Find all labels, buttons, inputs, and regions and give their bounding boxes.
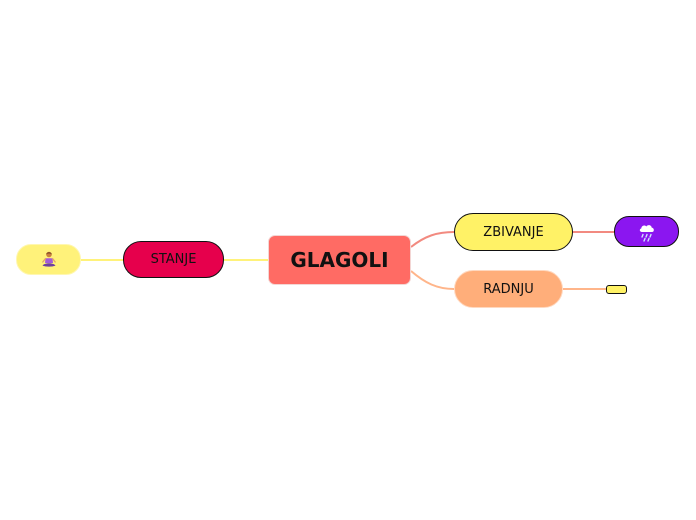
leaf-node-weather[interactable] [614, 216, 679, 247]
connector-root-radnju [410, 270, 455, 290]
cloud-rain-icon [639, 224, 654, 242]
connector-root-zbivanje [410, 231, 455, 248]
branch-node-label: STANJE [150, 252, 197, 267]
branch-node-radnju[interactable]: RADNJU [454, 270, 563, 308]
branch-node-label: RADNJU [483, 281, 534, 297]
root-node-glagoli[interactable]: GLAGOLI [268, 235, 411, 285]
person-meditating-icon [41, 251, 56, 267]
leaf-node-empty[interactable] [606, 285, 627, 294]
branch-node-stanje[interactable]: STANJE [123, 241, 224, 278]
branch-node-zbivanje[interactable]: ZBIVANJE [454, 213, 573, 251]
branch-node-label: ZBIVANJE [483, 224, 544, 240]
root-node-label: GLAGOLI [290, 248, 389, 272]
leaf-node-person[interactable] [16, 244, 81, 275]
